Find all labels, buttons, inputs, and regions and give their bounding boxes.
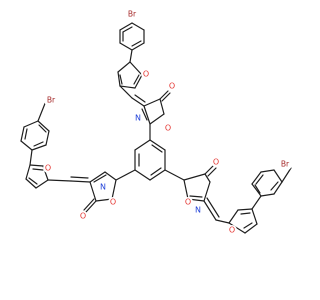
atom-o-top-furan-label: O	[143, 70, 149, 79]
atom-br-right-label: Br	[281, 160, 290, 169]
o-left-furan-atom: O	[43, 163, 53, 173]
bond-skeleton	[20, 22, 292, 234]
n-left-atom: N	[98, 182, 108, 192]
o-top-furan-atom: O	[141, 69, 151, 79]
atom-n-left-label: N	[100, 183, 106, 192]
atom-o-top-carbonyl-label: O	[169, 82, 175, 91]
o-right-furan-atom: O	[227, 225, 237, 235]
atom-o-right-ring-label: O	[185, 198, 191, 207]
br-left-atom: Br	[44, 93, 58, 107]
atom-o-right-carbonyl-label: O	[213, 158, 219, 167]
atom-br-top-label: Br	[128, 10, 137, 19]
o-top-ring-atom: O	[163, 123, 173, 133]
atom-o-right-furan-label: O	[229, 226, 235, 235]
atom-o-top-ring-label: O	[165, 124, 171, 133]
br-right-atom: Br	[278, 157, 292, 171]
br-top-atom: Br	[125, 7, 139, 21]
o-top-carbonyl-atom: O	[167, 81, 177, 91]
atom-n-top-label: N	[135, 114, 141, 123]
n-top-atom: N	[133, 113, 143, 123]
atom-o-left-ring-label: O	[110, 198, 116, 207]
o-left-ring-atom: O	[108, 197, 118, 207]
atom-labels: Br O O N O Br O N	[43, 7, 292, 235]
n-right-atom: N	[193, 205, 203, 215]
atom-n-right-label: N	[195, 206, 201, 215]
atom-br-left-label: Br	[47, 96, 56, 105]
atom-o-left-carbonyl-label: O	[80, 212, 86, 221]
o-right-ring-atom: O	[183, 197, 193, 207]
molecule-structure-diagram: Br O O N O Br O N	[20, 7, 292, 235]
o-left-carbonyl-atom: O	[78, 211, 88, 221]
atom-o-left-furan-label: O	[45, 164, 51, 173]
o-right-carbonyl-atom: O	[211, 157, 221, 167]
